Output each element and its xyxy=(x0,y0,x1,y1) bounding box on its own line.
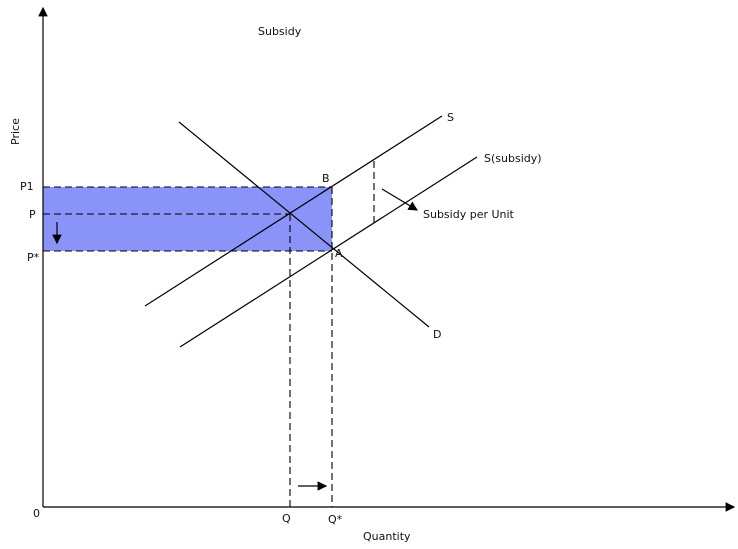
p1-label: P1 xyxy=(20,180,34,193)
supply-label: S xyxy=(447,111,454,124)
subsidy-area xyxy=(43,187,332,251)
q-star-label: Q* xyxy=(328,513,343,526)
point-b-label: B xyxy=(322,172,330,185)
subsidy-pointer-arrow xyxy=(381,188,419,211)
y-axis-label: Price xyxy=(9,118,22,145)
supply-curve xyxy=(144,115,443,307)
x-axis-label: Quantity xyxy=(363,530,411,543)
point-a-label: A xyxy=(335,247,343,260)
p-star-label: P* xyxy=(27,251,40,264)
subsidy-per-unit-label: Subsidy per Unit xyxy=(423,208,515,221)
p-label: P xyxy=(29,208,36,221)
demand-label: D xyxy=(433,328,441,341)
demand-curve xyxy=(178,121,430,328)
q-label: Q xyxy=(282,512,291,525)
supply-subsidy-label: S(subsidy) xyxy=(484,152,542,165)
supply-subsidy-curve xyxy=(179,156,478,348)
chart-title: Subsidy xyxy=(258,25,302,38)
origin-label: 0 xyxy=(33,507,40,520)
